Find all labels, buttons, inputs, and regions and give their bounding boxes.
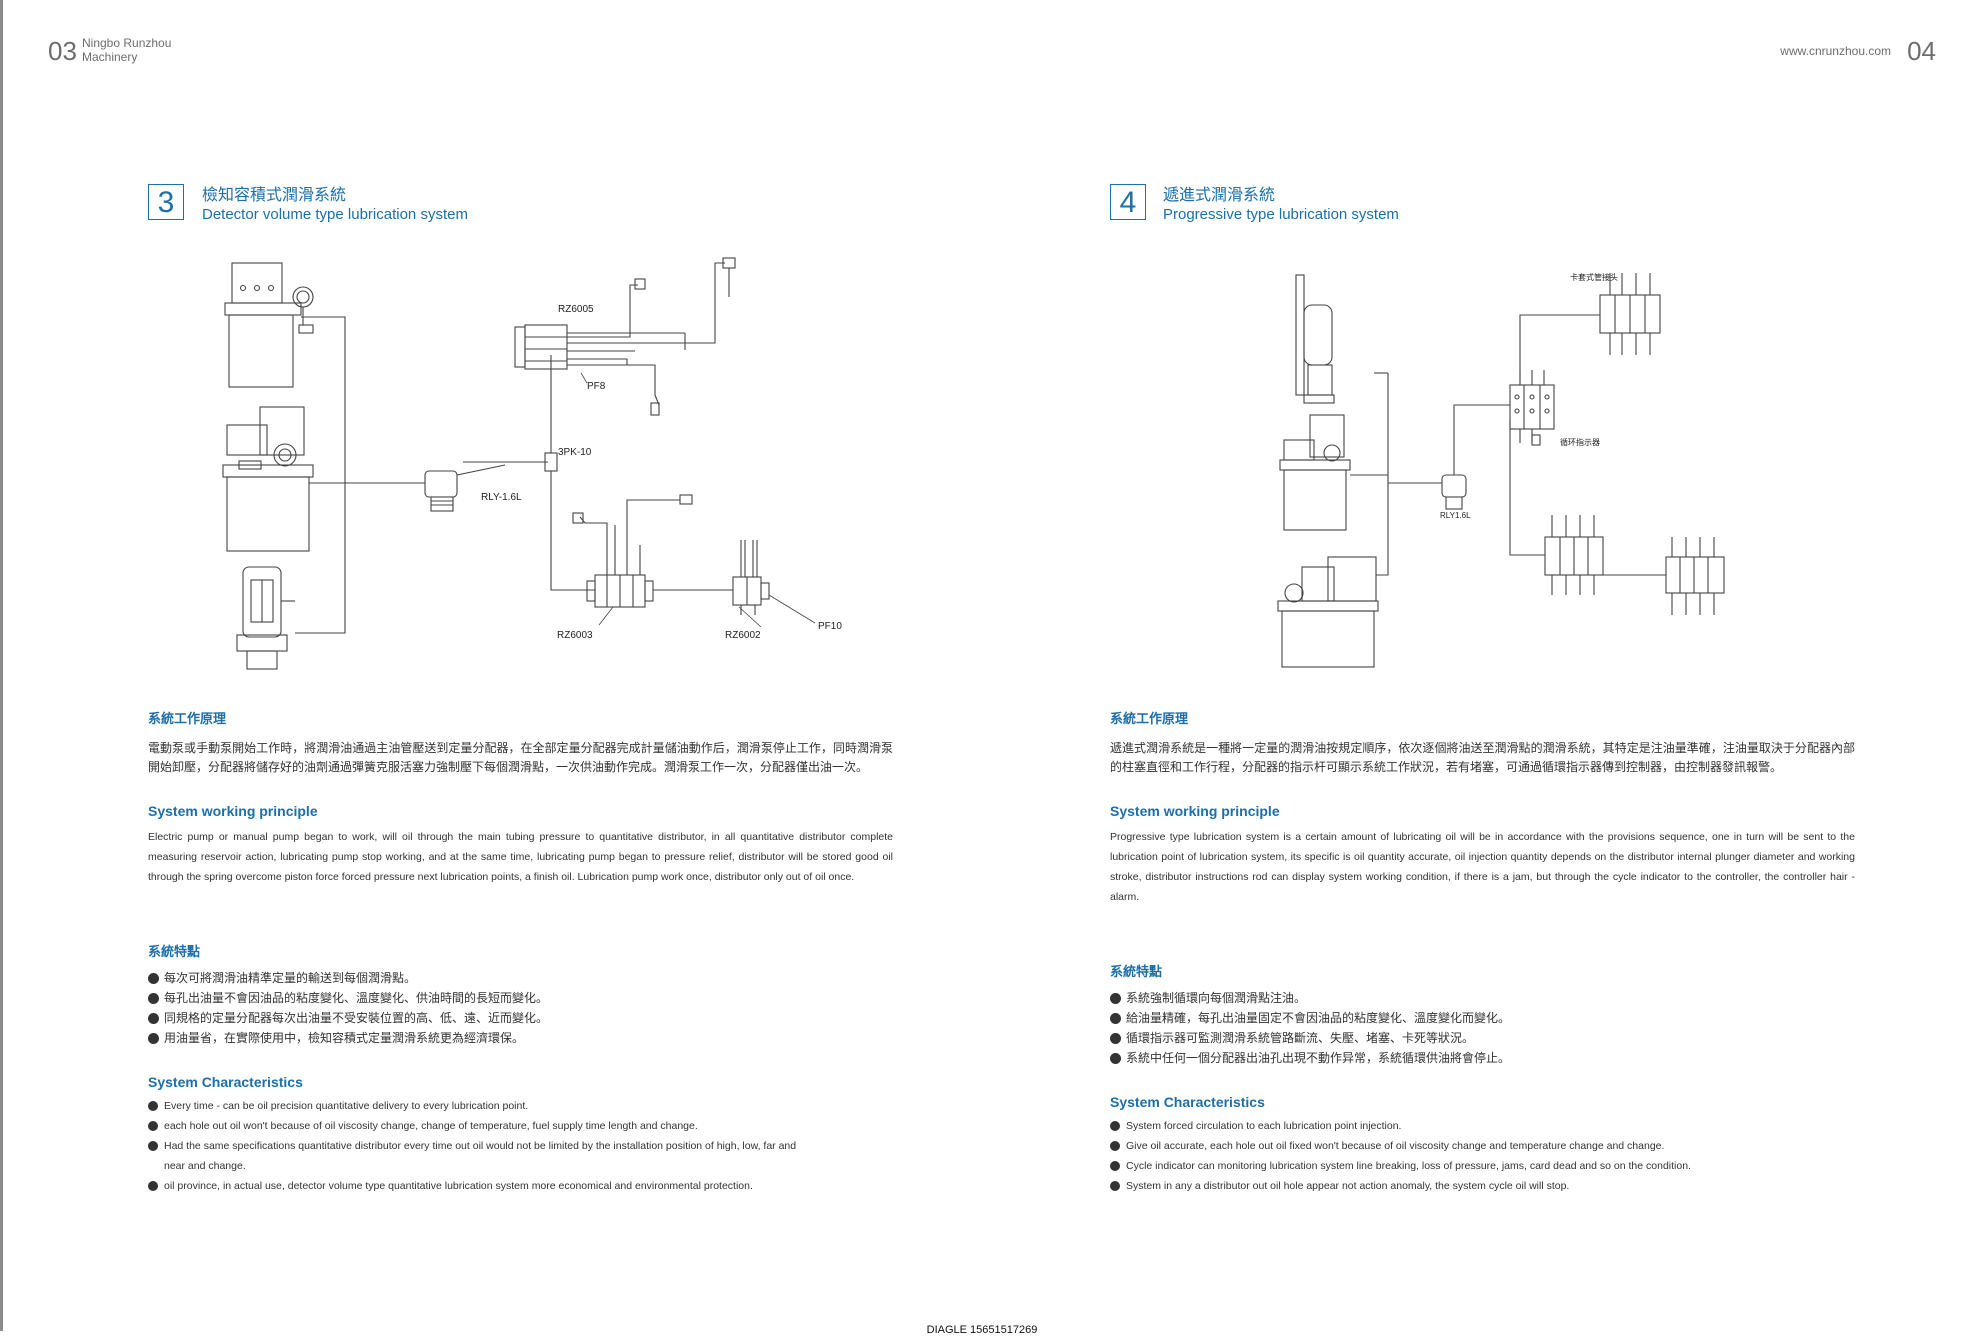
list-item: System forced circulation to each lubric…: [1110, 1116, 1855, 1136]
list-item: 每次可將潤滑油精準定量的輸送到每個潤滑點。: [148, 968, 893, 988]
list-item: System in any a distributor out oil hole…: [1110, 1176, 1855, 1196]
right-features-en-list: System forced circulation to each lubric…: [1110, 1116, 1855, 1196]
distributor-rz6002: [732, 540, 770, 615]
right-principle-heading-en: System working principle: [1110, 803, 1280, 819]
left-features-heading-en: System Characteristics: [148, 1074, 303, 1090]
electric-pump-large: [1277, 556, 1379, 668]
distributor-lower-middle: [1544, 515, 1604, 595]
list-item: Cycle indicator can monitoring lubricati…: [1110, 1156, 1855, 1176]
manual-pump: [236, 566, 295, 670]
distributor-rz6005: [514, 257, 736, 416]
distributor-rz6003: [572, 494, 693, 608]
footer-contact: DIAGLE 15651517269: [926, 1324, 1038, 1336]
label-rz6003: RZ6003: [557, 630, 593, 641]
website-url: www.cnrunzhou.com: [1780, 44, 1891, 58]
left-features-zh-list: 每次可將潤滑油精準定量的輸送到每個潤滑點。 每孔出油量不會因油品的粘度變化、溫度…: [148, 968, 893, 1048]
list-item: Give oil accurate, each hole out oil fix…: [1110, 1136, 1855, 1156]
left-page-number: 03: [48, 36, 77, 66]
electric-pump-small: [1279, 414, 1351, 531]
right-text-column: 系統工作原理 遞進式潤滑系統是一種將一定量的潤滑油按規定順序，依次逐個將油送至潤…: [1110, 708, 1855, 1196]
right-principle-zh: 遞進式潤滑系統是一種將一定量的潤滑油按規定順序，依次逐個將油送至潤滑點的潤滑系統…: [1110, 741, 1855, 774]
brand-line-2: Machinery: [82, 50, 138, 64]
distributor-lower-right: [1665, 537, 1725, 615]
grease-pump: [1295, 274, 1335, 404]
filter-rly: [1441, 474, 1467, 510]
right-page-number: 04: [1907, 36, 1936, 66]
filter-rly: [424, 464, 506, 512]
list-item: 同規格的定量分配器每次出油量不受安裝位置的高、低、遠、近而變化。: [148, 1008, 893, 1028]
list-item: 用油量省，在實際使用中，檢知容積式定量潤滑系統更為經濟環保。: [148, 1028, 893, 1048]
electric-pump-2: [222, 406, 314, 552]
label-pf10: PF10: [818, 621, 842, 632]
list-item: oil province, in actual use, detector vo…: [148, 1176, 808, 1196]
right-principle-en: Progressive type lubrication system is a…: [1110, 831, 1855, 903]
electric-pump-1: [224, 262, 314, 388]
left-features-heading-zh: 系統特點: [148, 945, 201, 960]
right-principle-heading-zh: 系統工作原理: [1110, 712, 1189, 727]
progressive-system-diagram: 卡套式管接头 循环指示器 RLY1.6L: [1277, 272, 1725, 668]
list-item: 每孔出油量不會因油品的粘度變化、溫度變化、供油時間的長短而變化。: [148, 988, 893, 1008]
main-distributor: [1509, 370, 1555, 446]
detector-system-diagram: RZ6005 PF8 3PK-10 RLY-1.6L RZ6003 RZ6002…: [222, 257, 842, 670]
label-cycle-indicator: 循环指示器: [1560, 437, 1600, 447]
page-left-edge: [0, 0, 3, 1331]
list-item: each hole out oil won't because of oil v…: [148, 1116, 808, 1136]
list-item: Had the same specifications quantitative…: [148, 1136, 808, 1176]
left-section-title-zh: 檢知容積式潤滑系統: [202, 185, 347, 204]
left-features-en-list: Every time - can be oil precision quanti…: [148, 1096, 808, 1196]
right-section-title-zh: 遞進式潤滑系統: [1163, 185, 1276, 204]
list-item: 循環指示器可監測潤滑系統管路斷流、失壓、堵塞、卡死等狀況。: [1110, 1028, 1855, 1048]
label-3pk10: 3PK-10: [558, 447, 592, 458]
brand-line-1: Ningbo Runzhou: [82, 36, 172, 50]
distributor-top-right: [1599, 273, 1661, 355]
left-principle-en: Electric pump or manual pump began to wo…: [148, 831, 893, 883]
left-principle-heading-zh: 系統工作原理: [148, 712, 227, 727]
right-section-title-en: Progressive type lubrication system: [1163, 206, 1399, 223]
left-section-number-box: 3: [148, 184, 184, 220]
right-features-zh-list: 系統強制循環向每個潤滑點注油。 給油量精確，每孔出油量固定不會因油品的粘度變化、…: [1110, 988, 1855, 1068]
label-rly-1-6l: RLY-1.6L: [481, 492, 522, 503]
label-rz6005: RZ6005: [558, 304, 594, 315]
right-features-heading-en: System Characteristics: [1110, 1094, 1265, 1110]
left-principle-heading-en: System working principle: [148, 803, 318, 819]
list-item: 給油量精確，每孔出油量固定不會因油品的粘度變化、溫度變化而變化。: [1110, 1008, 1855, 1028]
label-rz6002: RZ6002: [725, 630, 761, 641]
left-principle-zh: 電動泵或手動泵開始工作時，將潤滑油通過主油管壓送到定量分配器，在全部定量分配器完…: [148, 741, 893, 774]
label-connector: 卡套式管接头: [1570, 272, 1618, 282]
label-pf8: PF8: [587, 381, 606, 392]
list-item: 系統強制循環向每個潤滑點注油。: [1110, 988, 1855, 1008]
list-item: Every time - can be oil precision quanti…: [148, 1096, 808, 1116]
right-section-number-box: 4: [1110, 184, 1146, 220]
left-text-column: 系統工作原理 電動泵或手動泵開始工作時，將潤滑油通過主油管壓送到定量分配器，在全…: [148, 708, 893, 1196]
brand-name: Ningbo Runzhou Machinery: [82, 36, 171, 64]
label-rly1-6l: RLY1.6L: [1440, 511, 1471, 520]
list-item: 系統中任何一個分配器出油孔出現不動作异常，系統循環供油將會停止。: [1110, 1048, 1855, 1068]
left-section-title-en: Detector volume type lubrication system: [202, 206, 468, 223]
right-features-heading-zh: 系統特點: [1110, 965, 1163, 980]
